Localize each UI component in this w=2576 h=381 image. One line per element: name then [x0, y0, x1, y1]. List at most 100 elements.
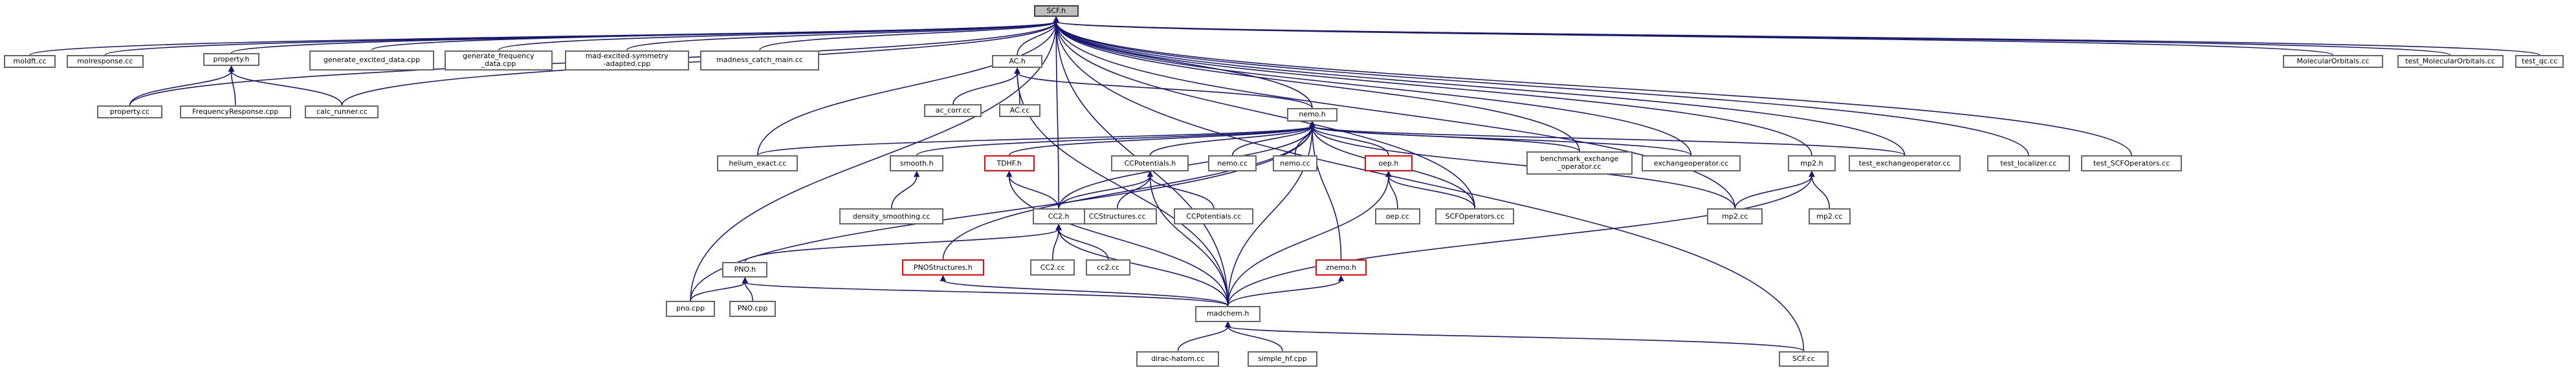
- edge-cc2-cc-upper-to-cc2-h: [1051, 229, 1059, 260]
- edge-cc2-cc-to-cc2-h: [1058, 229, 1109, 260]
- node-ac-cc[interactable]: AC.cc: [999, 104, 1040, 118]
- arrowhead-madchem-h-to-pnostructures-h: [940, 275, 947, 281]
- node-moldft[interactable]: moldft.cc: [4, 55, 56, 69]
- node-molresponse[interactable]: molresponse.cc: [67, 55, 144, 69]
- node-mp2-cc[interactable]: mp2.cc: [1808, 208, 1851, 225]
- edge-helium-exact-to-scf-h: [757, 21, 1057, 156]
- node-calc-runner[interactable]: calc_runner.cc: [305, 105, 379, 118]
- node-ac-h[interactable]: AC.h: [992, 55, 1043, 69]
- edge-property-h-to-scf-h: [230, 21, 1057, 54]
- edge-znemo-h-to-nemo-h: [1312, 125, 1342, 260]
- node-ac-corr[interactable]: ac_corr.cc: [924, 104, 982, 118]
- edge-scfoperators-cc-to-scf-h: [1055, 21, 1476, 209]
- edge-mp2-cc-upper-to-nemo-h: [1312, 125, 1736, 209]
- node-tdhf-h[interactable]: TDHF.h: [984, 155, 1035, 172]
- arrowhead-test-qc-to-scf-h: [1053, 16, 1060, 23]
- edge-simple-hf-to-madchem-h: [1227, 326, 1283, 351]
- edge-test-scfop-to-scf-h: [1055, 21, 2132, 156]
- node-scf-cc[interactable]: SCF.cc: [1779, 351, 1829, 367]
- node-exchangeop[interactable]: exchangeoperator.cc: [1641, 155, 1741, 172]
- edge-pnostructures-h-to-nemo-h: [942, 125, 1313, 260]
- arrowhead-madchem-h-to-mp2-h: [1809, 170, 1815, 177]
- node-oep-cc[interactable]: oep.cc: [1374, 208, 1420, 225]
- node-nemo-cc[interactable]: nemo.cc: [1273, 155, 1317, 172]
- arrowhead-scf-cc-to-madchem-h: [1224, 321, 1231, 328]
- node-scf-h[interactable]: SCF.h: [1033, 5, 1079, 17]
- edge-density-smoothing-to-smooth-h: [890, 175, 918, 209]
- node-nemo-h[interactable]: nemo.h: [1286, 108, 1338, 122]
- node-property-h[interactable]: property.h: [203, 53, 260, 67]
- node-cc2-cc[interactable]: cc2.cc: [1086, 259, 1130, 276]
- node-gen-excited[interactable]: generate_excited_data.cpp: [309, 50, 435, 71]
- edge-mp2-h-to-scf-h: [1055, 21, 1812, 156]
- node-simple-hf[interactable]: simple_hf.cpp: [1248, 351, 1317, 367]
- edge-madchem-h-to-mp2-h: [1227, 176, 1812, 306]
- node-oep-h[interactable]: oep.h: [1365, 155, 1413, 172]
- arrowhead-madchem-h-to-cc2-h: [1055, 224, 1062, 230]
- node-density-smoothing[interactable]: density_smoothing.cc: [839, 208, 944, 225]
- node-test-qc[interactable]: test_qc.cc: [2515, 55, 2564, 69]
- arrowhead-density-smoothing-to-smooth-h: [913, 170, 920, 177]
- edge-nemo-h-to-ac-h: [1017, 72, 1313, 109]
- node-gen-freq[interactable]: generate_frequency _data.cpp: [444, 50, 553, 71]
- edge-property-cc-to-property-h: [129, 71, 232, 105]
- edge-ccpot-h-to-nemo-h: [1149, 125, 1313, 156]
- edge-exchangeop-to-nemo-h: [1312, 125, 1692, 156]
- node-cc2-cc-upper[interactable]: CC2.cc: [1030, 259, 1075, 276]
- node-ccpot-h[interactable]: CCPotentials.h: [1111, 155, 1189, 172]
- node-dirac-hatom[interactable]: dirac-hatom.cc: [1136, 351, 1220, 367]
- edge-test-mo-to-scf-h: [1055, 21, 2451, 56]
- edge-pno-cpp-to-scf-h: [690, 21, 1057, 301]
- node-ccstructures-cc[interactable]: CCStructures.cc: [1077, 208, 1157, 225]
- node-test-localizer[interactable]: test_localizer.cc: [1987, 155, 2070, 172]
- edge-scfoperators-cc-to-oep-h: [1388, 175, 1476, 209]
- node-znemo-h[interactable]: znemo.h: [1315, 259, 1367, 276]
- node-test-xc[interactable]: test_exchangeoperator.cc: [1848, 155, 1961, 172]
- node-molecular-orbitals[interactable]: MolecularOrbitals.cc: [2283, 55, 2383, 69]
- node-ccpotentials-cc[interactable]: CCPotentials.cc: [1174, 208, 1254, 225]
- edge-ac-h-to-scf-h: [1017, 21, 1057, 56]
- edge-pno-cpp-upper-to-pno-h: [744, 282, 753, 301]
- edge-cc2-h-to-ccpot-h: [1058, 175, 1151, 209]
- edge-ccstructures-cc-to-ccpot-h: [1116, 175, 1151, 209]
- node-pno-cpp-upper[interactable]: PNO.cpp: [729, 301, 776, 317]
- edge-madchem-h-to-cc2-h: [1058, 229, 1229, 306]
- arrowhead-madchem-h-to-tdhf-h: [1006, 170, 1013, 177]
- arrowhead-madchem-h-to-pno-h: [742, 277, 749, 283]
- edge-benchmark-xc-to-nemo-h: [1312, 125, 1580, 152]
- node-nemo-cc-upper[interactable]: nemo.cc: [1208, 155, 1257, 172]
- node-pno-cpp[interactable]: pno.cpp: [665, 301, 716, 317]
- node-mad-excited[interactable]: mad-excited-symmetry -adapted.cpp: [564, 50, 689, 71]
- edge-mp2-cc-to-mp2-h: [1811, 175, 1831, 209]
- edge-madchem-h-to-oep-h: [1227, 176, 1389, 306]
- edge-mp2-cc-upper-to-scf-h: [1055, 21, 1736, 209]
- node-scfoperators-cc[interactable]: SCFOperators.cc: [1435, 208, 1515, 225]
- node-pno-h[interactable]: PNO.h: [722, 261, 768, 278]
- arrowhead-madchem-h-to-znemo-h: [1338, 275, 1345, 281]
- node-test-mo[interactable]: test_MolecularOrbitals.cc: [2397, 55, 2504, 69]
- arrowhead-madchem-h-to-ac-h: [1014, 67, 1020, 74]
- node-mp2-cc-upper[interactable]: mp2.cc: [1707, 208, 1763, 225]
- node-helium-exact[interactable]: helium_exact.cc: [717, 155, 798, 172]
- edge-test-qc-to-scf-h: [1055, 21, 2540, 56]
- node-mp2-h[interactable]: mp2.h: [1788, 155, 1836, 172]
- node-benchmark-xc[interactable]: benchmark_exchange _operator.cc: [1526, 151, 1633, 175]
- edge-benchmark-xc-to-scf-h: [1055, 21, 1580, 152]
- node-pnostructures-h[interactable]: PNOStructures.h: [902, 259, 984, 276]
- node-property-cc[interactable]: property.cc: [96, 105, 163, 118]
- arrowhead-madchem-h-to-ccpot-h: [1147, 170, 1154, 177]
- node-smooth-h[interactable]: smooth.h: [890, 155, 944, 172]
- node-madness-catch[interactable]: madness_catch_main.cc: [699, 50, 820, 71]
- arrowhead-calc-runner-to-property-h: [228, 65, 235, 72]
- arrowhead-madchem-h-to-oep-h: [1385, 170, 1392, 177]
- node-freqresp[interactable]: FrequencyResponse.cpp: [179, 105, 291, 118]
- arrowhead-madchem-h-to-nemo-h: [1309, 120, 1316, 127]
- edge-cc2-h-to-scf-h: [1055, 21, 1059, 209]
- edge-test-xc-to-nemo-h: [1312, 125, 1906, 156]
- node-madchem-h[interactable]: madchem.h: [1194, 305, 1261, 322]
- node-cc2-h[interactable]: CC2.h: [1032, 208, 1085, 225]
- node-test-scfop[interactable]: test_SCFOperators.cc: [2081, 155, 2183, 172]
- edge-gen-freq-to-scf-h: [498, 21, 1057, 51]
- edge-cc2-h-to-tdhf-h: [1008, 175, 1059, 209]
